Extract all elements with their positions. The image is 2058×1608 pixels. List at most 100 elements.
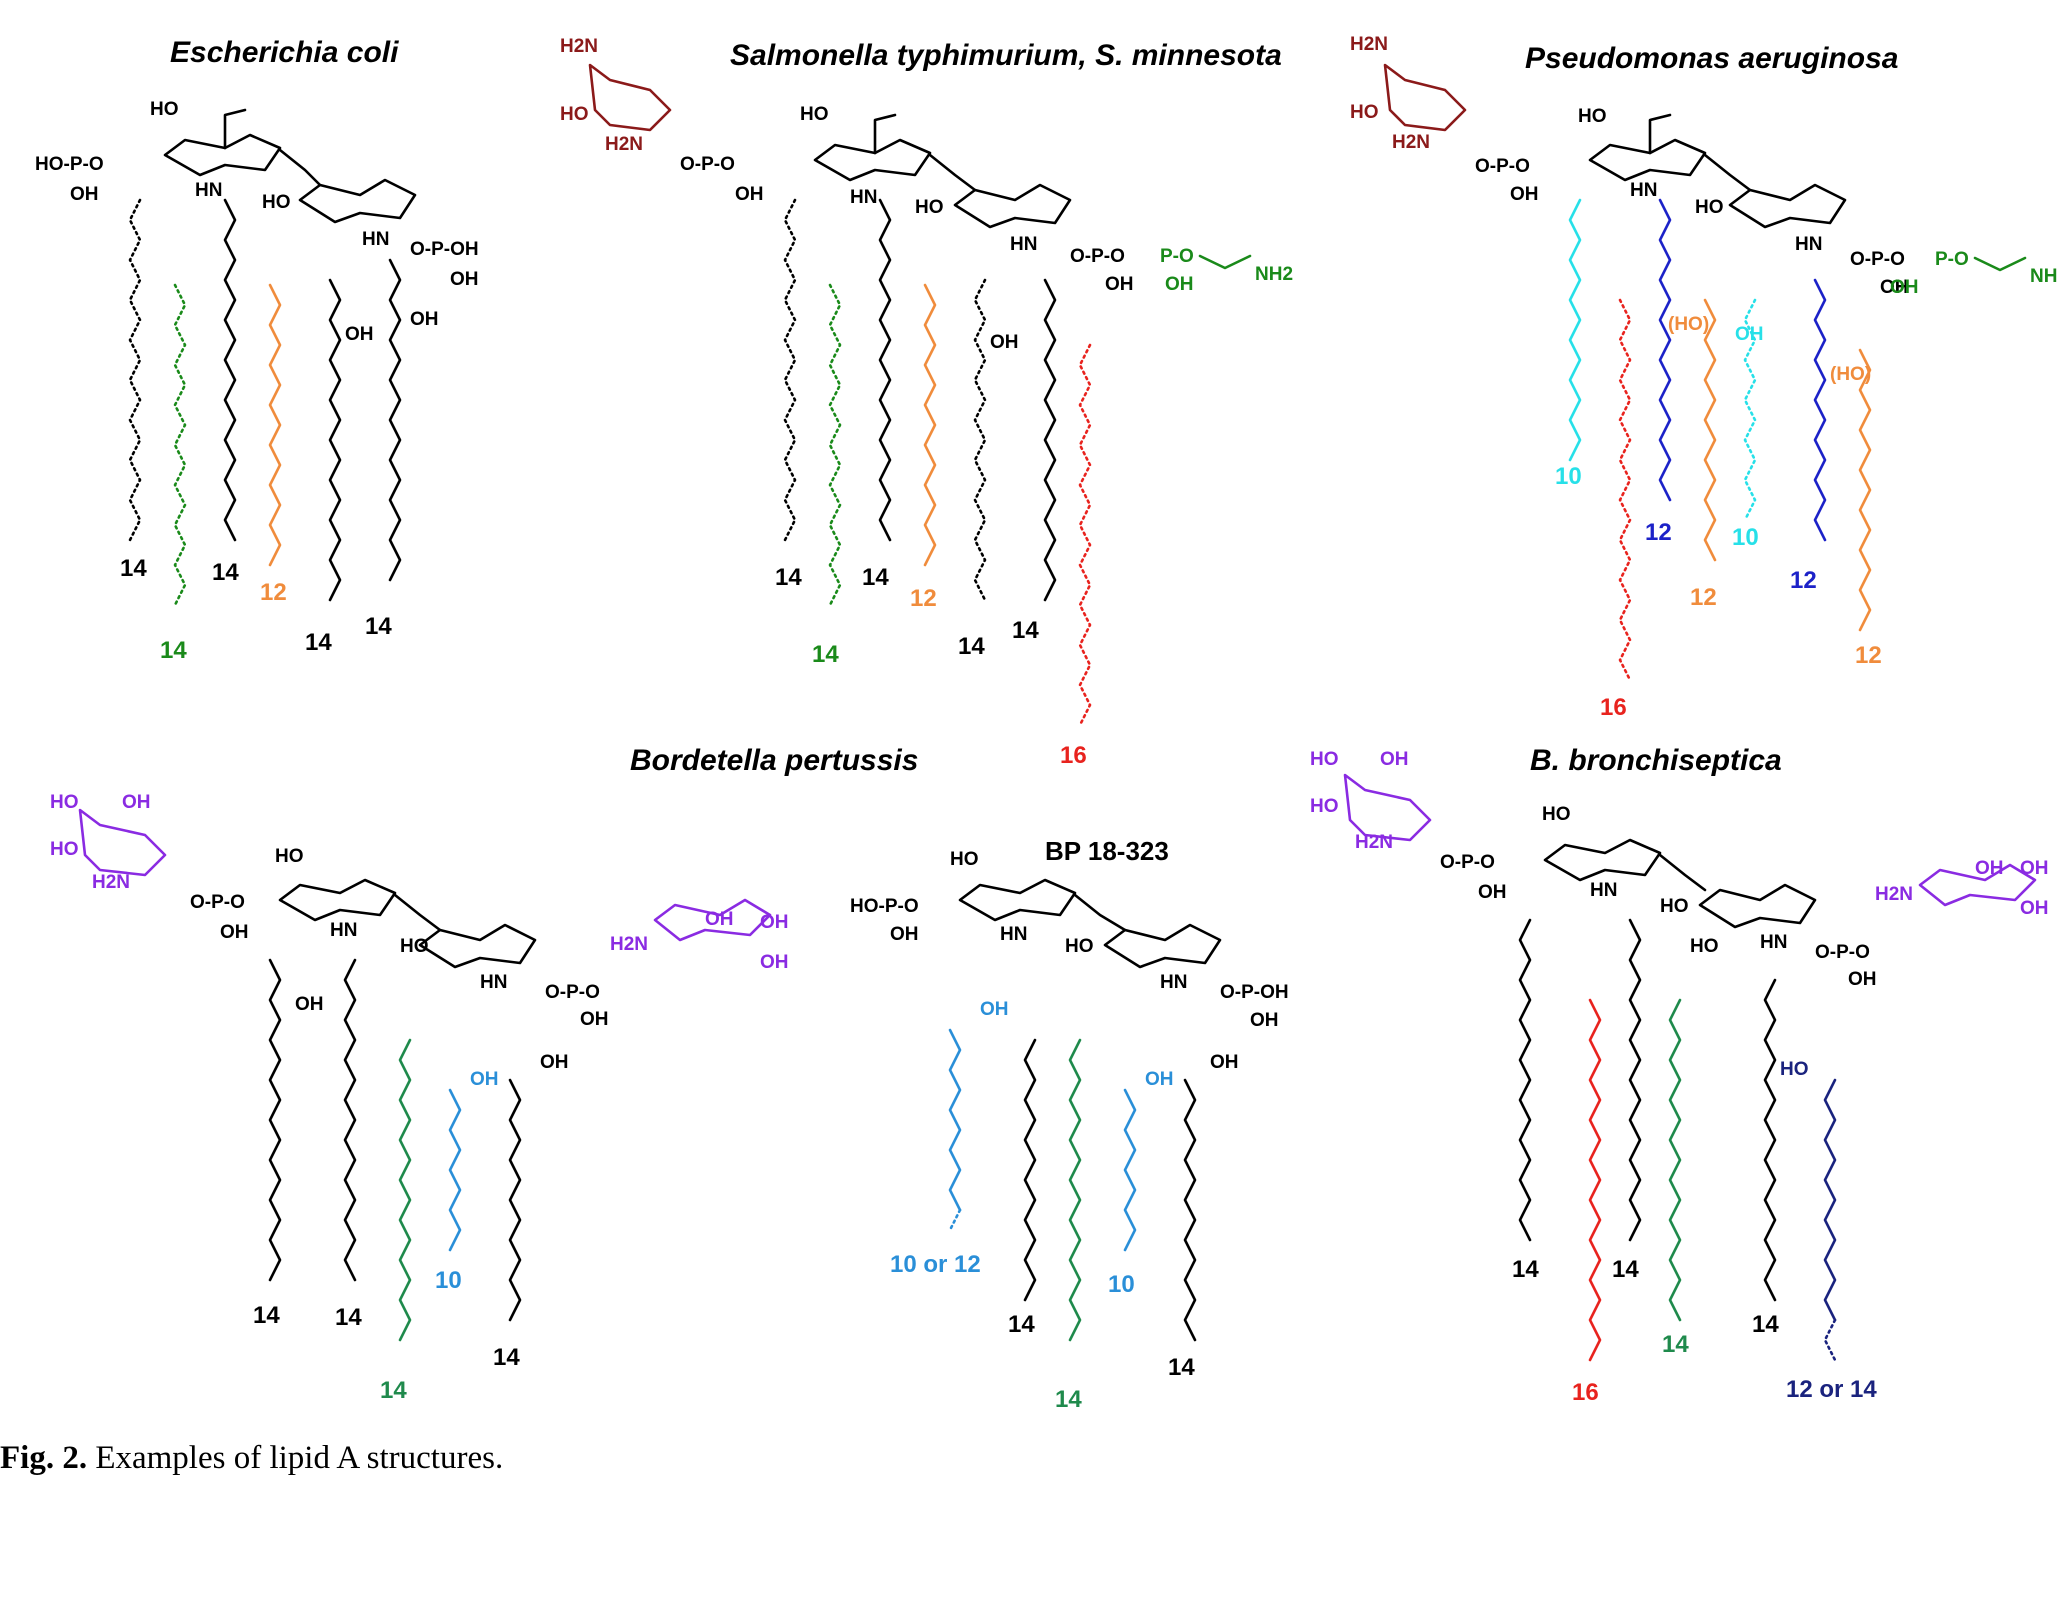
acyl-chains-pseudomonas [1568,198,1872,682]
atom-ho: HO [1542,804,1571,825]
atom-oh: OH [1145,1069,1174,1090]
atom-oh: OH [990,332,1019,353]
chain-length-label: 12 or 14 [1786,1376,1877,1403]
chain-length-label: 14 [253,1302,280,1329]
atom-hn: HN [850,187,877,208]
chain-length-label: 14 [812,641,839,668]
panel-pseudomonas: Pseudomonas aeruginosa H2N HO H2N HO O-P… [1350,34,2058,721]
atom-hn: HN [195,180,222,201]
atom-ho: HO [1695,197,1724,218]
chain-length-label: 16 [1572,1379,1599,1406]
atom-h2n: H2N [560,36,598,57]
chain-length-label: 10 [1555,463,1582,490]
atom-ho: HO [1065,936,1094,957]
atom-ho: HO [950,849,979,870]
atom-ho: HO [1350,102,1379,123]
caption-label: Fig. 2. [0,1440,88,1476]
phosphoethanolamine: P-O [1160,246,1194,267]
phosphate-left: O-P-O [1475,156,1530,177]
glcn-sugar-right: H2N OH OH OH [610,898,789,973]
chain-length-label: 14 [1752,1311,1779,1338]
phosphate-right: O-P-O [1070,246,1125,267]
atom-oh: OH [1975,858,2004,879]
phosphate-left: HO-P-O [850,896,919,917]
lipid-a-figure: Escherichia coli HO HO-P-O OH HN HO HN O… [35,34,2058,1413]
atom-oh: OH [122,792,151,813]
phosphate-left: O-P-O [1440,852,1495,873]
atom-oh: OH [580,1009,609,1030]
atom-ho: HO [800,104,829,125]
chain-length-label: 14 [1012,617,1039,644]
chain-length-label: 16 [1600,694,1627,721]
atom-ho: HO [1660,896,1689,917]
atom-hn: HN [1795,234,1822,255]
chain-length-label: 14 [958,633,985,660]
atom-oh: OH [1890,277,1919,298]
panel-title-bordetella: Bordetella pertussis [630,744,918,777]
atom-oh: OH [1250,1010,1279,1031]
atom-hn: HN [1160,972,1187,993]
glcn-sugar-left: HO OH HO H2N [1310,749,1432,853]
caption-text: Examples of lipid A structures. [95,1440,504,1476]
chain-length-label: 12 [1645,519,1672,546]
phosphate-right: O-P-OH [1220,982,1289,1003]
panel-bordetella: Bordetella pertussis HO OH HO H2N HO O-P… [50,744,918,1404]
atom-oh: OH [890,924,919,945]
atom-oh: OH [70,184,99,205]
panel-ecoli: Escherichia coli HO HO-P-O OH HN HO HN O… [35,36,479,664]
phosphate-left: HO-P-O [35,154,104,175]
disaccharide-backbone [813,113,1072,229]
glcn-sugar-left: HO OH HO H2N [50,792,167,893]
atom-ho-paren: (HO) [1830,364,1871,385]
chain-length-label: 12 [1690,584,1717,611]
panel-title-salmonella: Salmonella typhimurium, S. minnesota [730,39,1282,72]
phosphate-right: O-P-OH [410,239,479,260]
atom-oh: OH [2020,858,2049,879]
chain-length-label: 14 [365,613,392,640]
disaccharide-backbone [958,878,1222,969]
atom-hn: HN [1000,924,1027,945]
atom-ho-paren: (HO) [1668,314,1709,335]
atom-hn: HN [1590,880,1617,901]
chain-length-label: 14 [1055,1386,1082,1413]
chain-length-label: 14 [1008,1311,1035,1338]
atom-ho: HO [1780,1059,1809,1080]
atom-ho: HO [1310,749,1339,770]
panel-salmonella: Salmonella typhimurium, S. minnesota H2N… [560,36,1293,769]
atom-h2n: H2N [1875,884,1913,905]
chain-length-label: 14 [305,629,332,656]
atom-oh: OH [1105,274,1134,295]
atom-oh: OH [295,994,324,1015]
chain-length-label: 14 [862,564,889,591]
atom-ho: HO [275,846,304,867]
phosphoethanolamine: P-O [1935,249,1969,270]
phosphate-left: O-P-O [190,892,245,913]
chain-length-label: 12 [910,585,937,612]
atom-hn: HN [480,972,507,993]
atom-nh2: NH2 [1255,264,1293,285]
atom-oh: OH [980,999,1009,1020]
panel-title-bronchiseptica: B. bronchiseptica [1530,744,1782,777]
atom-hn: HN [1760,932,1787,953]
atom-oh: OH [345,324,374,345]
acyl-chains-bronchiseptica [1518,918,1837,1362]
atom-ho: HO [560,104,589,125]
atom-h2n: H2N [605,134,643,155]
atom-hn: HN [1630,180,1657,201]
atom-oh: OH [220,922,249,943]
chain-length-label: 10 or 12 [890,1251,981,1278]
atom-ho: HO [150,99,179,120]
atom-ho: HO [1690,936,1719,957]
atom-oh: OH [540,1052,569,1073]
atom-h2n: H2N [1350,34,1388,55]
ara4n-sugar: H2N HO H2N [560,36,672,155]
disaccharide-backbone [278,878,537,969]
atom-oh: OH [760,912,789,933]
atom-h2n: H2N [1392,132,1430,153]
atom-oh: OH [760,952,789,973]
chain-length-label: 10 [1108,1271,1135,1298]
chain-length-label: 12 [1790,567,1817,594]
panel-bp18323: BP 18-323 HO HO-P-O OH HN HO HN O-P-OH O… [850,836,1289,1413]
disaccharide-backbone [1543,838,1817,929]
chain-length-label: 12 [260,579,287,606]
